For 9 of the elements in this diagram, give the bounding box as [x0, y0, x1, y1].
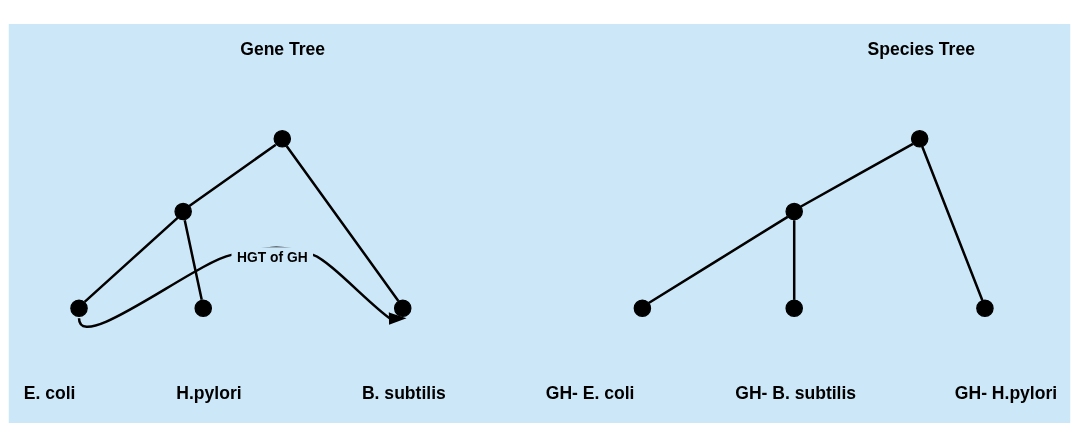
- node-label: H.pylori: [176, 382, 242, 403]
- label: Species Tree: [867, 38, 975, 59]
- node-label: B. subtilis: [361, 382, 446, 403]
- edge-label: HGT of GH: [237, 250, 308, 266]
- node-label: GH- H.pylori: [954, 382, 1058, 403]
- label: Gene Tree: [240, 38, 326, 59]
- node-label: GH- E. coli: [545, 382, 635, 403]
- node-label: E. coli: [23, 382, 76, 403]
- node-label: GH- B. subtilis: [735, 382, 857, 403]
